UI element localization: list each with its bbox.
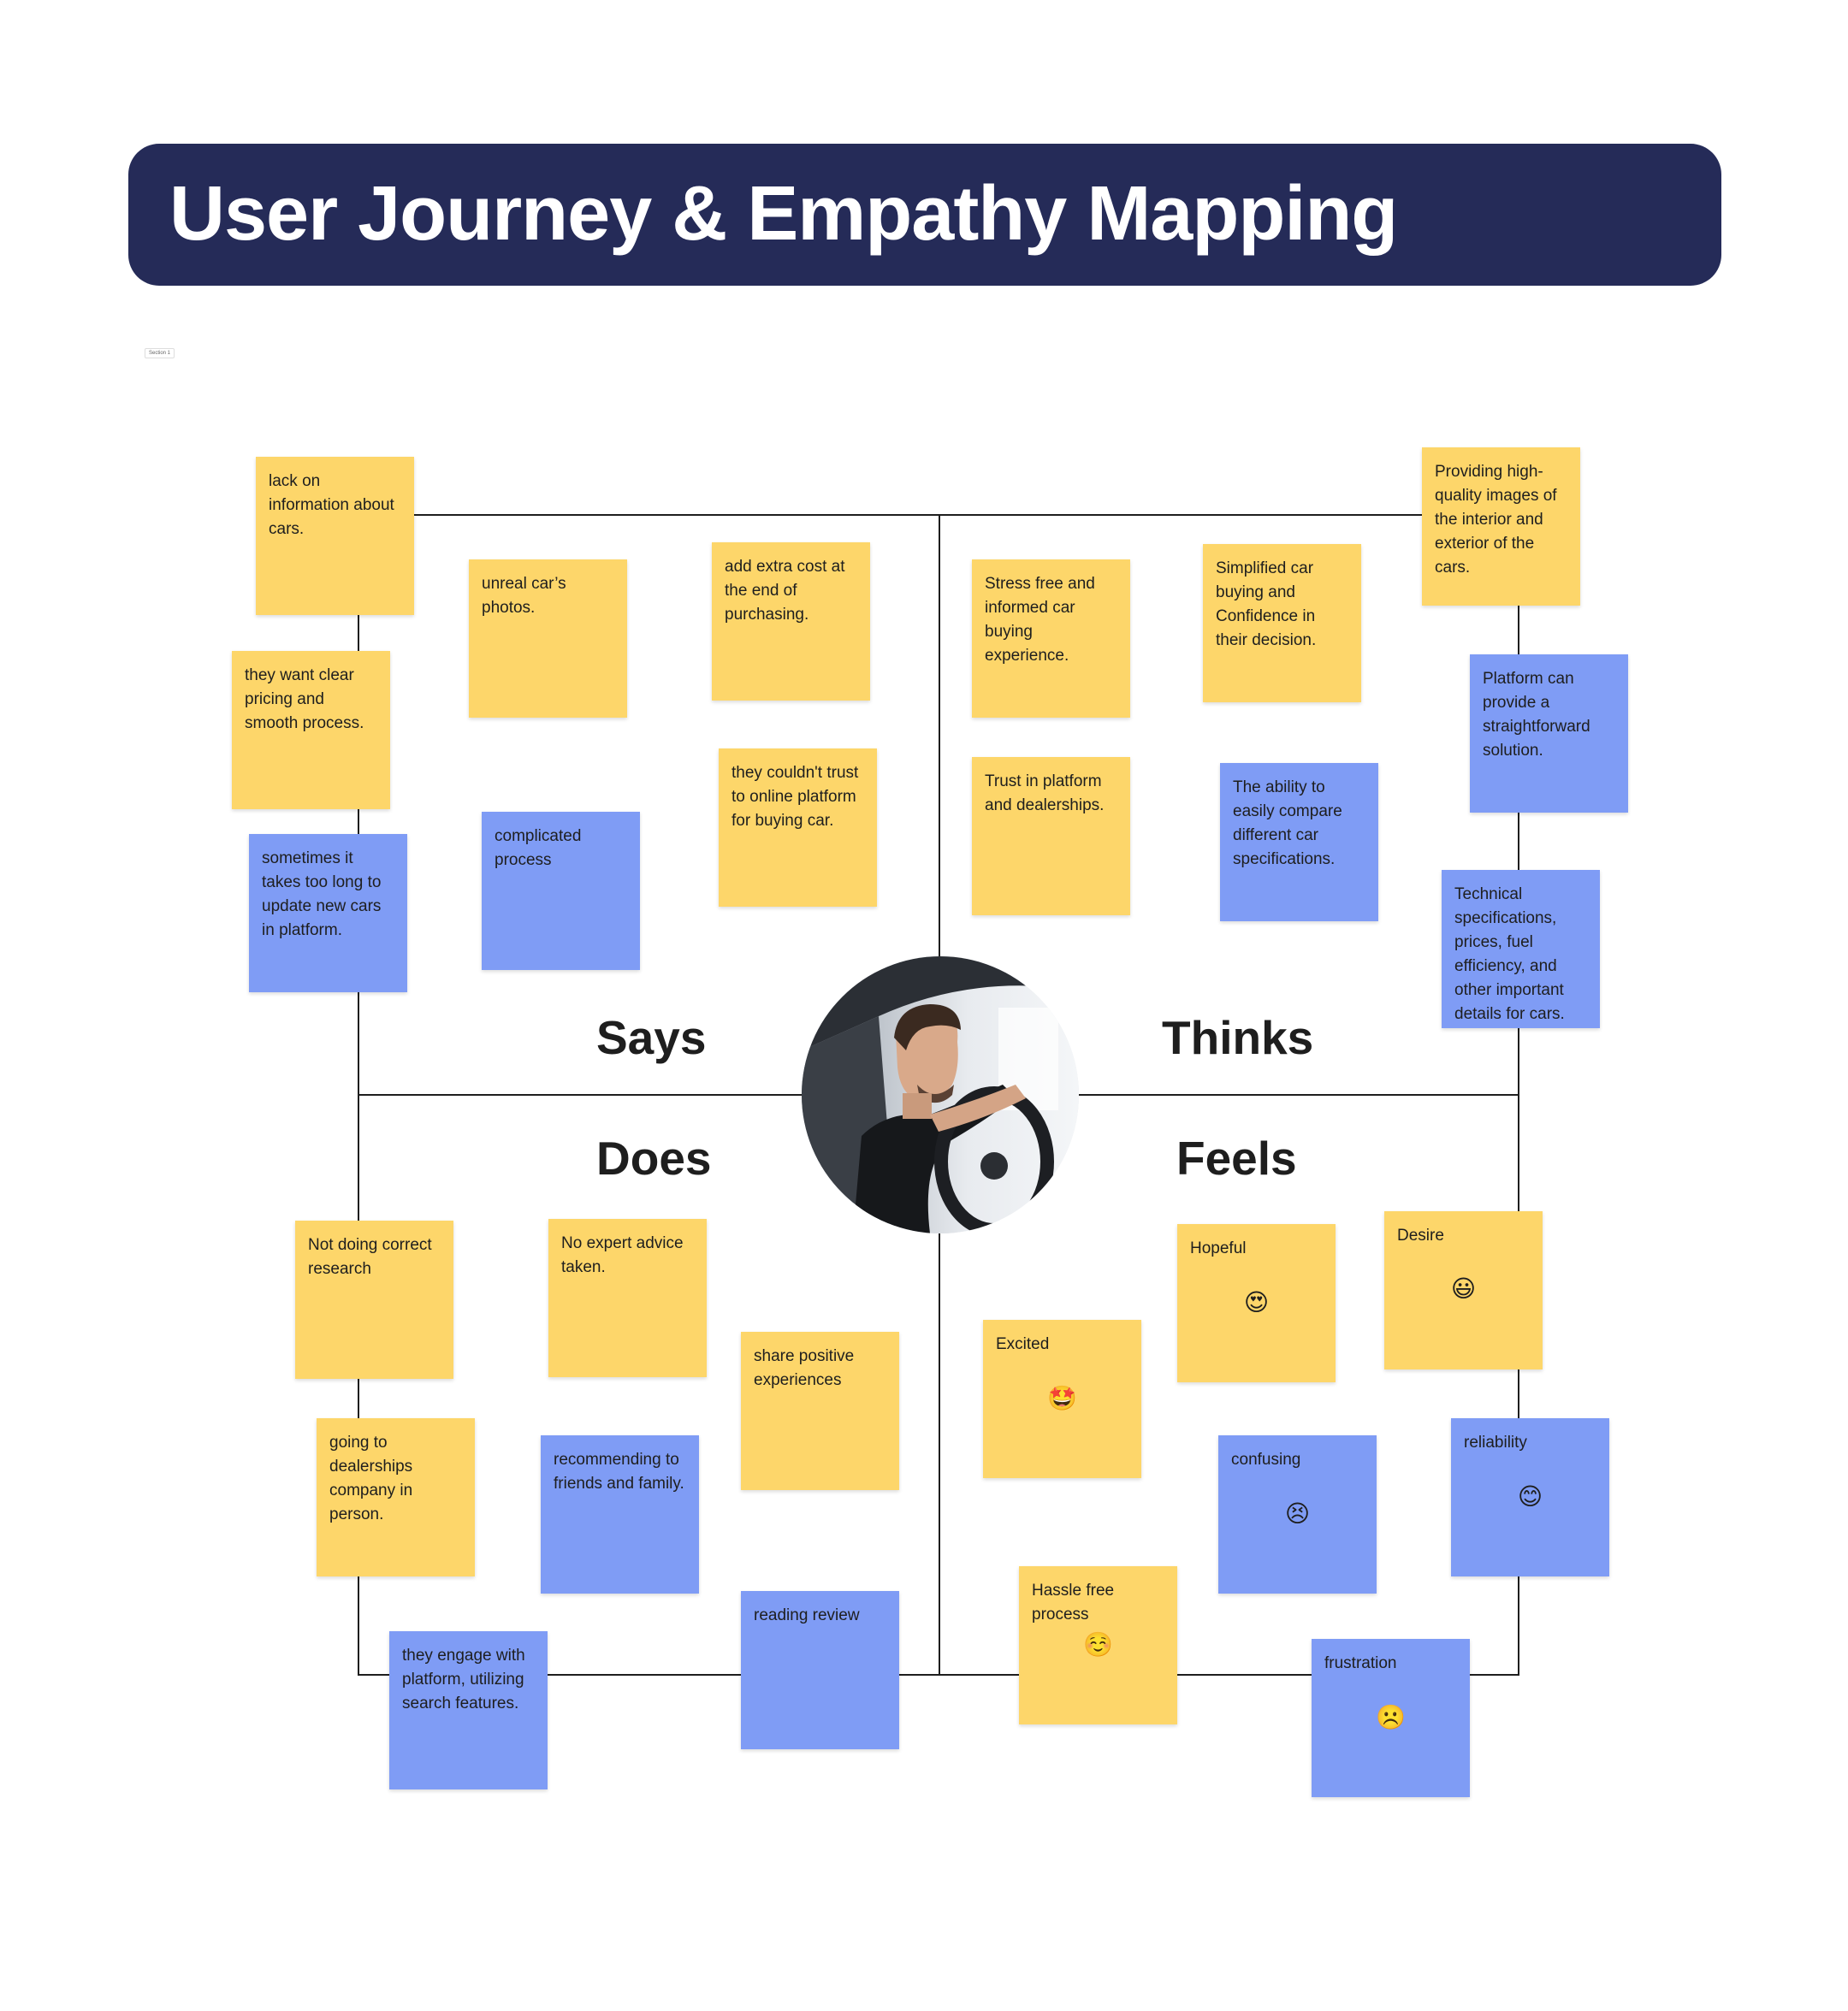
quadrant-label-says: Says (596, 1011, 707, 1064)
sticky-note-text: share positive experiences (754, 1347, 855, 1389)
sticky-note[interactable]: share positive experiences (741, 1332, 899, 1490)
sticky-note[interactable]: they couldn't trust to online platform f… (719, 748, 877, 907)
sticky-note[interactable]: No expert advice taken. (548, 1219, 707, 1377)
quadrant-label-does: Does (596, 1132, 712, 1185)
frowning-face-emoji-icon: ☹️ (1376, 1704, 1406, 1730)
sticky-note-text: reliability (1464, 1434, 1527, 1452)
smiling-face-emoji-icon: 😊 (1517, 1483, 1543, 1510)
sticky-note[interactable]: Not doing correct research (295, 1221, 453, 1379)
sticky-note[interactable]: recommending to friends and family. (541, 1435, 699, 1594)
sticky-note-text: Hopeful (1190, 1239, 1247, 1257)
sticky-note[interactable]: complicated process (482, 812, 640, 970)
sticky-note-text: they want clear pricing and smooth proce… (245, 666, 364, 732)
sticky-note-text: going to dealerships company in person. (329, 1434, 413, 1523)
sticky-note-text: Platform can provide a straightforward s… (1483, 670, 1590, 760)
sticky-note[interactable]: sometimes it takes too long to update ne… (249, 834, 407, 992)
sticky-note[interactable]: Stress free and informed car buying expe… (972, 559, 1130, 718)
sticky-note[interactable]: Excited 🤩 (983, 1320, 1141, 1478)
persevering-face-emoji-icon: 😣 (1284, 1500, 1311, 1527)
sticky-note-text: No expert advice taken. (561, 1234, 684, 1276)
sticky-note-text: unreal car’s photos. (482, 575, 566, 617)
quadrant-label-thinks: Thinks (1162, 1011, 1314, 1064)
sticky-note[interactable]: The ability to easily compare different … (1220, 763, 1378, 921)
sticky-note[interactable]: Desire 😃 (1384, 1211, 1543, 1369)
sticky-note[interactable]: Technical specifications, prices, fuel e… (1442, 870, 1600, 1028)
star-struck-emoji-icon: 🤩 (1047, 1385, 1077, 1411)
sticky-note-text: add extra cost at the end of purchasing. (725, 558, 845, 624)
sticky-note[interactable]: unreal car’s photos. (469, 559, 627, 718)
sticky-note-text: recommending to friends and family. (554, 1451, 684, 1493)
sticky-note-text: complicated process (495, 827, 582, 869)
sticky-note-text: frustration (1324, 1654, 1397, 1672)
sticky-note[interactable]: reliability 😊 (1451, 1418, 1609, 1576)
sticky-note-text: Simplified car buying and Confidence in … (1216, 559, 1317, 649)
title-banner: User Journey & Empathy Mapping (128, 144, 1721, 286)
grinning-face-emoji-icon: 😃 (1450, 1275, 1477, 1302)
sticky-note[interactable]: going to dealerships company in person. (317, 1418, 475, 1576)
driver-illustration (802, 956, 1079, 1233)
sticky-note-text: The ability to easily compare different … (1233, 778, 1342, 868)
section-label[interactable]: Section 1 (145, 348, 175, 358)
sticky-note-text: Providing high-quality images of the int… (1435, 463, 1557, 577)
user-avatar-photo (802, 956, 1079, 1233)
sticky-note-text: Excited (996, 1335, 1050, 1353)
sticky-note-text: they engage with platform, utilizing sea… (402, 1647, 525, 1712)
sticky-note[interactable]: Hassle free process ☺️ (1019, 1566, 1177, 1724)
sticky-note-text: Desire (1397, 1227, 1444, 1245)
grid-right-border (1518, 514, 1519, 1676)
sticky-note[interactable]: confusing 😣 (1218, 1435, 1377, 1594)
sticky-note[interactable]: lack on information about cars. (256, 457, 414, 615)
heart-eyes-emoji-icon: 😍 (1243, 1289, 1270, 1316)
sticky-note[interactable]: Providing high-quality images of the int… (1422, 447, 1580, 606)
grid-left-border (358, 514, 359, 1676)
relaxed-face-emoji-icon: ☺️ (1083, 1631, 1113, 1658)
sticky-note-text: Hassle free process (1032, 1582, 1115, 1624)
sticky-note[interactable]: Simplified car buying and Confidence in … (1203, 544, 1361, 702)
sticky-note-text: Trust in platform and dealerships. (985, 772, 1105, 814)
sticky-note-text: Stress free and informed car buying expe… (985, 575, 1095, 665)
sticky-note[interactable]: Hopeful 😍 (1177, 1224, 1336, 1382)
sticky-note[interactable]: add extra cost at the end of purchasing. (712, 542, 870, 701)
page-title: User Journey & Empathy Mapping (169, 171, 1398, 257)
sticky-note[interactable]: they want clear pricing and smooth proce… (232, 651, 390, 809)
sticky-note[interactable]: frustration ☹️ (1312, 1639, 1470, 1797)
sticky-note-text: reading review (754, 1606, 860, 1624)
sticky-note[interactable]: Platform can provide a straightforward s… (1470, 654, 1628, 813)
sticky-note[interactable]: Trust in platform and dealerships. (972, 757, 1130, 915)
sticky-note-text: lack on information about cars. (269, 472, 394, 538)
sticky-note-text: Technical specifications, prices, fuel e… (1454, 885, 1565, 1023)
quadrant-label-feels: Feels (1176, 1132, 1297, 1185)
sticky-note[interactable]: reading review (741, 1591, 899, 1749)
sticky-note-text: they couldn't trust to online platform f… (732, 764, 859, 830)
sticky-note[interactable]: they engage with platform, utilizing sea… (389, 1631, 548, 1789)
sticky-note-text: confusing (1231, 1451, 1301, 1469)
sticky-note-text: sometimes it takes too long to update ne… (262, 849, 382, 939)
sticky-note-text: Not doing correct research (308, 1236, 432, 1278)
